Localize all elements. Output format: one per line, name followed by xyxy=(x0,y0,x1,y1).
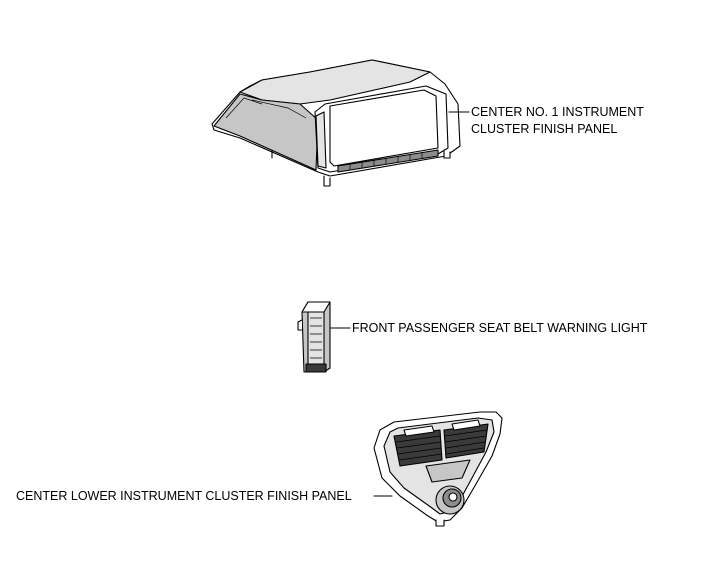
warning-light-label: FRONT PASSENGER SEAT BELT WARNING LIGHT xyxy=(352,321,648,335)
lower-panel-label: CENTER LOWER INSTRUMENT CLUSTER FINISH P… xyxy=(16,489,352,503)
finish-panel-label-line1: CENTER NO. 1 INSTRUMENT xyxy=(471,105,644,119)
center-lower-instrument-cluster-finish-panel xyxy=(373,411,503,527)
center-no1-instrument-cluster-finish-panel xyxy=(211,59,461,187)
finish-panel-label-line2: CLUSTER FINISH PANEL xyxy=(471,122,617,136)
seat-belt-warning-light xyxy=(297,301,331,373)
